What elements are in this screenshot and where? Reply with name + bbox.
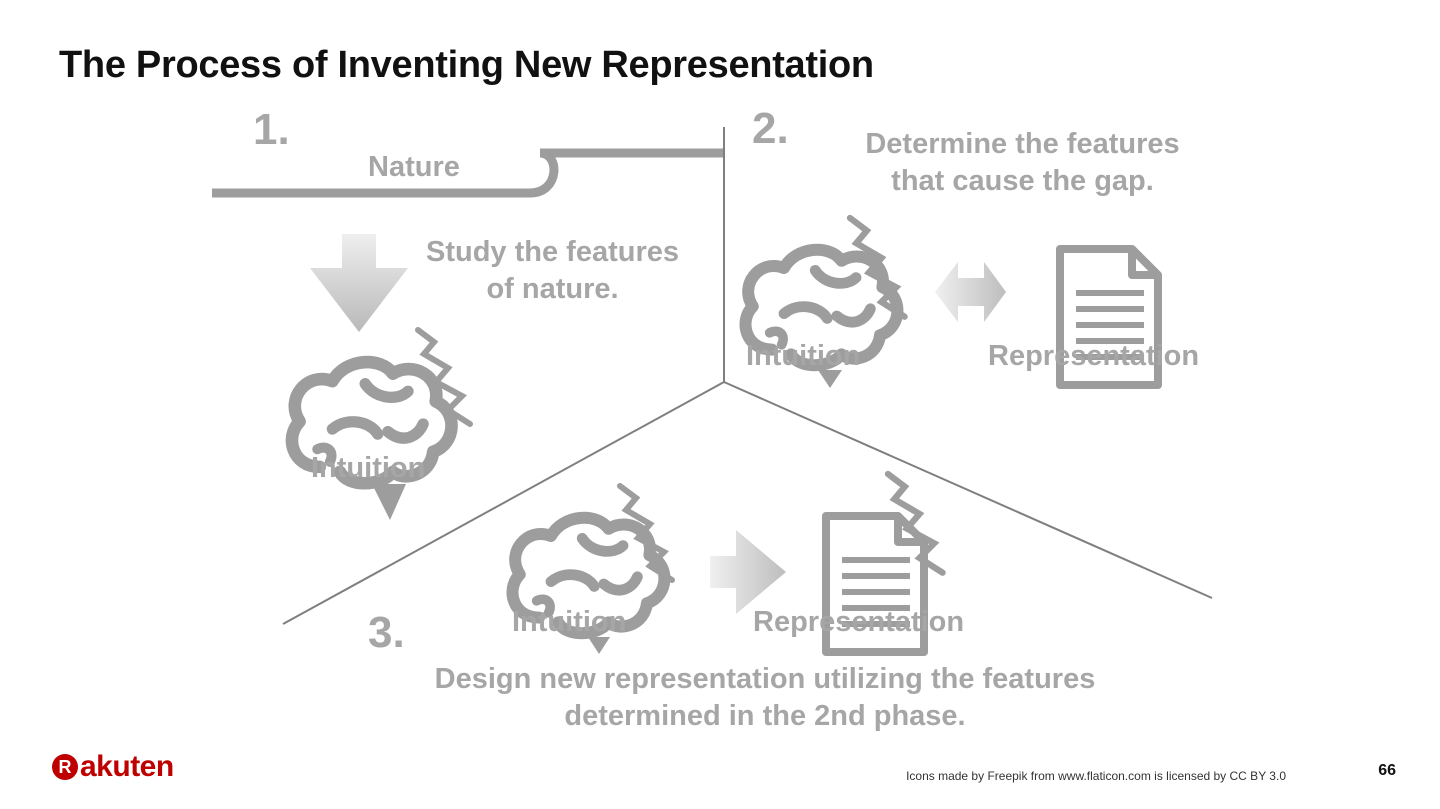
phase2-description: Determine the features that cause the ga…: [830, 126, 1215, 200]
phase1-number: 1.: [253, 105, 290, 154]
logo-mark: R: [52, 754, 78, 780]
arrow-down-small-icon: [818, 370, 842, 388]
phase3-description-line2: determined in the 2nd phase.: [564, 700, 966, 732]
divider-right: [723, 381, 1213, 599]
phase2-intuition-label: Intuition: [746, 340, 861, 372]
arrow-down-small-icon: [372, 484, 406, 520]
phase3-intuition-label: Intuition: [512, 606, 627, 638]
page-number: 66: [1378, 762, 1396, 779]
phase2-number: 2.: [752, 104, 789, 153]
phase1-description-line2: of nature.: [486, 273, 619, 305]
arrow-right-icon: [710, 530, 786, 614]
rakuten-logo: R akuten: [52, 750, 174, 784]
phase3-description-line1: Design new representation utilizing the …: [434, 663, 1096, 695]
phase2-description-line1: Determine the features: [865, 128, 1180, 160]
arrow-down-small-icon: [588, 637, 610, 654]
logo-text: akuten: [80, 750, 174, 783]
phase2-description-line2: that cause the gap.: [891, 165, 1154, 197]
slide-title: The Process of Inventing New Representat…: [59, 44, 874, 86]
double-arrow-icon: [935, 262, 1006, 322]
icon-credit: Icons made by Freepik from www.flaticon.…: [906, 769, 1286, 783]
phase3-description: Design new representation utilizing the …: [380, 661, 1150, 735]
phase1-description-line1: Study the features: [426, 236, 679, 268]
phase3-number: 3.: [368, 608, 405, 657]
divider-left: [282, 381, 725, 625]
nature-shape: [212, 148, 723, 198]
phase1-intuition-label: Intuition: [311, 452, 426, 484]
arrow-down-icon: [310, 234, 408, 332]
phase3-representation-label: Representation: [753, 606, 965, 638]
phase1-description: Study the features of nature.: [400, 234, 705, 308]
nature-label: Nature: [368, 151, 460, 183]
phase2-representation-label: Representation: [988, 340, 1200, 372]
